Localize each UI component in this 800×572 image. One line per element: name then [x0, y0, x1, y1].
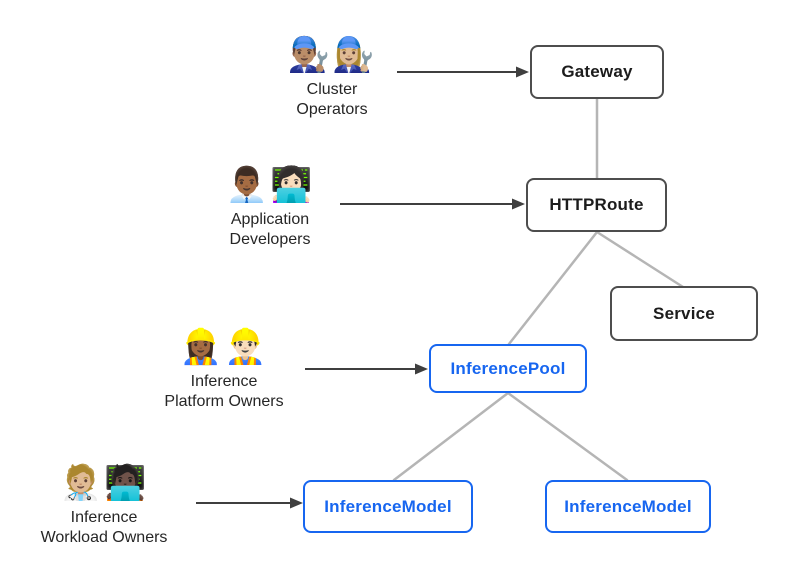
connector-inferencepool-inferencemodel-left: [392, 391, 510, 482]
construction-workers-emoji-pair: 👷🏾‍♀️👷🏻‍♂️: [179, 328, 269, 366]
persona-label-line1: Cluster: [306, 81, 358, 99]
persona-inference-workload-owners: 🧑🏼‍⚕️🧑🏿‍💻 Inference Workload Owners: [41, 464, 168, 548]
persona-label: Application Developers: [226, 210, 315, 250]
persona-application-developers: 👨🏾‍💼👩🏻‍💻 Application Developers: [226, 166, 315, 250]
persona-label-line2: Workload Owners: [40, 529, 168, 547]
connector-httproute-service: [595, 230, 685, 289]
persona-label-line1: Inference: [70, 509, 138, 527]
arrow-inference-platform-owners-inferencepool: [305, 363, 428, 375]
persona-label-line1: Inference: [190, 373, 258, 391]
persona-label-line1: Application: [230, 211, 310, 229]
connector-httproute-inferencepool: [507, 230, 599, 346]
mechanics-emoji-pair: 👨🏽‍🔧👩🏼‍🔧: [287, 36, 377, 74]
arrow-inference-workload-owners-inferencemodel: [196, 497, 303, 509]
node-inferencemodel-right-label: InferenceModel: [564, 496, 692, 516]
node-service: Service: [610, 286, 758, 341]
persona-label-line2: Platform Owners: [164, 393, 284, 411]
persona-label-line2: Developers: [229, 231, 311, 249]
node-service-label: Service: [653, 303, 715, 323]
office-worker-and-technologist-emoji-pair: 👨🏾‍💼👩🏻‍💻: [225, 166, 315, 204]
arrow-application-developers-httproute: [340, 198, 525, 210]
node-inferencemodel-right: InferenceModel: [545, 480, 711, 533]
node-inferencepool-label: InferencePool: [450, 358, 566, 378]
node-inferencemodel-left: InferenceModel: [303, 480, 473, 533]
persona-inference-platform-owners: 👷🏾‍♀️👷🏻‍♂️ Inference Platform Owners: [164, 328, 283, 412]
health-worker-and-technologist-emoji-pair: 🧑🏼‍⚕️🧑🏿‍💻: [59, 464, 149, 502]
node-gateway: Gateway: [530, 45, 664, 99]
persona-label: Inference Platform Owners: [164, 372, 283, 412]
node-httproute: HTTPRoute: [526, 178, 667, 232]
persona-label-line2: Operators: [296, 101, 368, 119]
arrow-cluster-operators-gateway: [397, 66, 529, 78]
persona-label: Cluster Operators: [288, 80, 377, 120]
node-inferencemodel-left-label: InferenceModel: [324, 496, 452, 516]
persona-cluster-operators: 👨🏽‍🔧👩🏼‍🔧 Cluster Operators: [288, 36, 377, 120]
node-httproute-label: HTTPRoute: [549, 195, 644, 214]
node-inferencepool: InferencePool: [429, 344, 587, 393]
node-gateway-label: Gateway: [561, 62, 633, 81]
persona-label: Inference Workload Owners: [41, 508, 168, 548]
connector-inferencepool-inferencemodel-right: [506, 391, 629, 482]
